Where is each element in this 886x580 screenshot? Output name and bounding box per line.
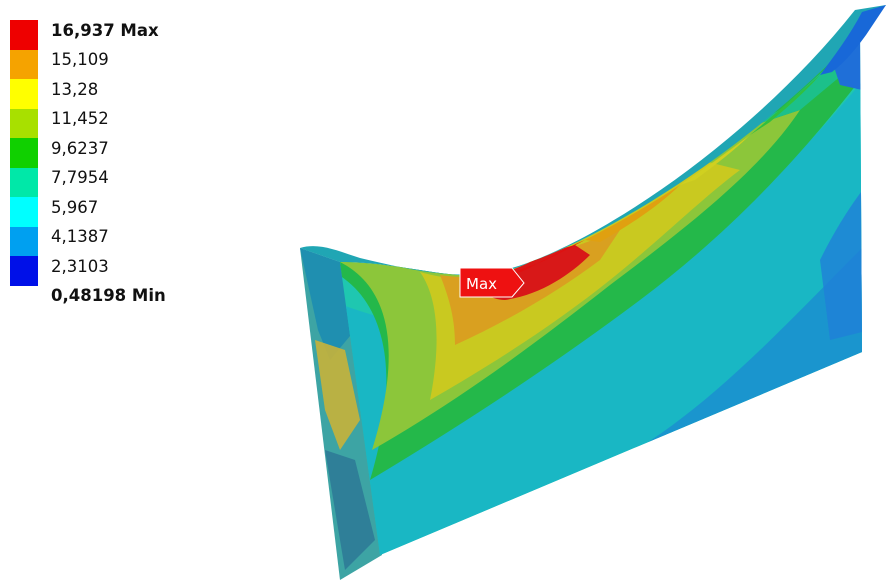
legend-swatch [10, 167, 38, 197]
contour-band-cyan [340, 60, 862, 555]
legend-swatch [10, 256, 38, 286]
top-face-green [750, 75, 820, 135]
contour-edge-corner [830, 30, 862, 90]
legend-swatch [10, 49, 38, 79]
legend-level-label: 7,7954 [51, 168, 109, 187]
legend-level-label: 9,6237 [51, 138, 109, 158]
max-probe-tag [459, 267, 525, 298]
legend-level-label: 15,109 [51, 50, 109, 69]
legend-level-label: 13,28 [51, 79, 99, 99]
legend-level-label: 4,1387 [51, 227, 109, 246]
side-face-yellow [315, 340, 360, 450]
legend-level-label: 11,452 [51, 109, 109, 128]
contour-band-yellow [420, 160, 740, 400]
legend-swatch [10, 20, 38, 50]
top-face-orange [585, 185, 680, 242]
legend-swatch [10, 226, 38, 256]
top-face-corner [820, 5, 886, 75]
max-probe-marker[interactable]: Max [459, 267, 525, 298]
legend-swatch [10, 79, 38, 109]
legend-max-label: 16,937 Max [51, 21, 159, 40]
legend-level-label: 5,967 [51, 197, 99, 217]
legend-swatch [10, 138, 38, 168]
legend-swatch [10, 197, 38, 227]
contour-edge-top [740, 30, 860, 130]
contour-band-blue-right [820, 180, 862, 340]
legend-min-label: 0,48198 Min [51, 286, 166, 305]
legend-swatch [10, 108, 38, 138]
side-face-gradient [300, 248, 355, 360]
side-face-lower [325, 450, 375, 570]
legend-level-label: 2,3103 [51, 256, 109, 276]
max-probe-label: Max [466, 275, 497, 293]
